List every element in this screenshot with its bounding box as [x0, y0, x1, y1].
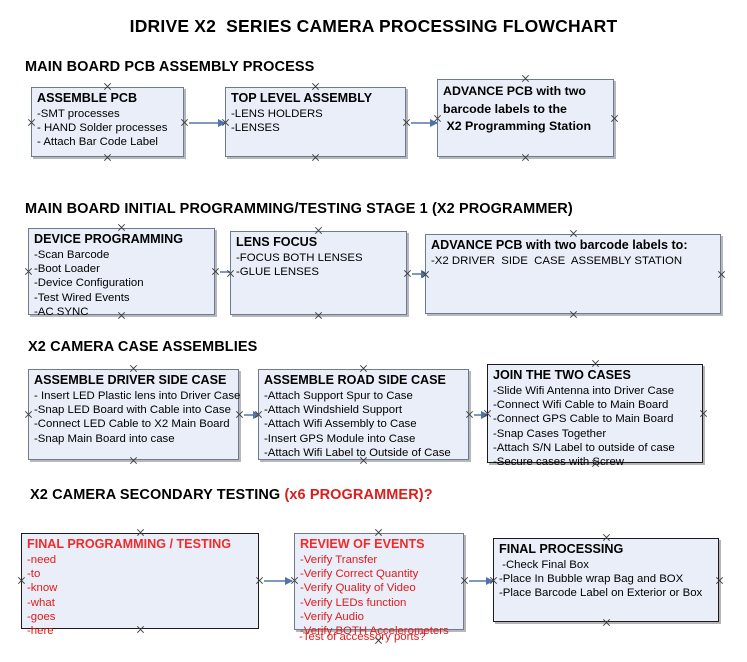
arrow-connector	[264, 576, 293, 585]
box-line: -Insert GPS Module into Case	[264, 432, 416, 445]
box-line: -Attach Wifi Label to Outside of Case	[264, 446, 451, 459]
box-line: -Connect GPS Cable to Main Board	[493, 413, 674, 426]
box-line: -Connect Wifi Cable to Main Board	[493, 399, 669, 412]
box-line: -FOCUS BOTH LENSES	[236, 252, 363, 264]
section-heading-3: X2 CAMERA CASE ASSEMBLIES	[28, 339, 258, 355]
box-line: -Snap Cases Together	[493, 427, 607, 440]
box-line: -know	[27, 582, 58, 595]
box-device-programming[interactable]: DEVICE PROGRAMMING -Scan Barcode -Boot L…	[28, 228, 215, 318]
box-line: - Insert LED Plastic lens into Driver Ca…	[34, 390, 241, 402]
box-final-programming-testing[interactable]: FINAL PROGRAMMING / TESTING -need -to -k…	[21, 533, 259, 637]
box-line: -Check Final Box	[499, 559, 589, 571]
box-assemble-driver-side-case[interactable]: ASSEMBLE DRIVER SIDE CASE - Insert LED P…	[28, 369, 241, 460]
page-title: IDRIVE X2 SERIES CAMERA PROCESSING FLOWC…	[129, 16, 618, 36]
box-title: REVIEW OF EVENTS	[300, 537, 425, 551]
box-line: - Attach Bar Code Label	[37, 136, 158, 149]
box-line: -need	[27, 554, 57, 566]
box-line-overflow: -Test of accessory ports?	[299, 631, 426, 643]
box-line: -Slide Wifi Antenna into Driver Case	[493, 385, 675, 397]
box-line: -Snap Main Board into case	[34, 432, 175, 445]
box-advance-pcb-station[interactable]: ADVANCE PCB with two barcode labels to t…	[437, 79, 614, 157]
box-line: -Verify LEDs function	[300, 596, 407, 609]
box-line: -X2 DRIVER SIDE CASE ASSEMBLY STATION	[431, 255, 683, 267]
box-title: ASSEMBLE DRIVER SIDE CASE	[34, 373, 227, 387]
box-line: -Place Barcode Label on Exterior or Box	[499, 587, 703, 600]
box-line: -SMT processes	[37, 108, 120, 120]
box-line: -Snap LED Board with Cable into Case	[34, 404, 231, 417]
box-title: FINAL PROGRAMMING / TESTING	[27, 537, 232, 551]
box-line: -Place In Bubble wrap Bag and BOX	[499, 573, 684, 586]
box-line: -GLUE LENSES	[236, 266, 319, 279]
box-line: -AC SYNC	[34, 305, 89, 318]
box-line: barcode labels to the	[443, 101, 567, 116]
box-line: -Attach Windshield Support	[264, 404, 403, 417]
box-line-list: -Attach Support Spur to Case -Attach Win…	[264, 389, 463, 460]
arrow-connector	[244, 410, 261, 419]
arrow-connector	[411, 118, 438, 127]
box-line-list: - Insert LED Plastic lens into Driver Ca…	[34, 389, 241, 446]
box-assemble-road-side-case[interactable]: ASSEMBLE ROAD SIDE CASE -Attach Support …	[258, 369, 469, 460]
section-heading-1: MAIN BOARD PCB ASSEMBLY PROCESS	[25, 59, 315, 75]
box-line: ADVANCE PCB with two	[443, 84, 586, 98]
box-line-list: -SMT processes - HAND Solder processes -…	[37, 107, 178, 150]
box-line: X2 Programming Station	[443, 119, 592, 133]
box-line: -Device Configuration	[34, 277, 144, 290]
box-title: TOP LEVEL ASSEMBLY	[231, 91, 373, 105]
box-line: -what	[27, 596, 55, 609]
section-heading-4-accent: (x6 PROGRAMMER)?	[284, 487, 433, 503]
box-line: -Attach S/N Label to outside of case	[493, 441, 675, 454]
box-top-level-assembly[interactable]: TOP LEVEL ASSEMBLY -LENS HOLDERS -LENSES	[225, 87, 406, 157]
box-title: DEVICE PROGRAMMING	[34, 232, 184, 246]
box-line: -Verify Audio	[300, 610, 364, 623]
box-final-processing[interactable]: FINAL PROCESSING -Check Final Box -Place…	[493, 538, 719, 622]
box-line: -Attach Wifi Assembly to Case	[264, 418, 417, 431]
box-line-list: -X2 DRIVER SIDE CASE ASSEMBLY STATION	[431, 254, 715, 268]
box-line: -LENS HOLDERS	[231, 108, 323, 120]
box-line-list: -Check Final Box -Place In Bubble wrap B…	[499, 558, 713, 601]
arrow-connector	[474, 410, 489, 419]
box-line-list: -FOCUS BOTH LENSES -GLUE LENSES	[236, 251, 401, 279]
box-line: -Boot Loader	[34, 263, 100, 276]
arrow-connector	[189, 118, 226, 127]
box-line-list: -Slide Wifi Antenna into Driver Case -Co…	[493, 384, 697, 469]
box-line: -Verify Quality of Video	[300, 582, 416, 595]
box-line-list: -Verify Transfer -Verify Correct Quantit…	[300, 553, 458, 638]
box-line: -Scan Barcode	[34, 249, 110, 261]
section-heading-2: MAIN BOARD INITIAL PROGRAMMING/TESTING S…	[25, 201, 573, 217]
box-line-list: -LENS HOLDERS -LENSES	[231, 107, 400, 135]
box-line-list: -need -to -know -what -goes -here	[27, 553, 253, 638]
box-title: ASSEMBLE PCB	[37, 91, 138, 105]
box-line: -here	[27, 625, 54, 638]
box-line: -Connect LED Cable to X2 Main Board	[34, 418, 230, 431]
box-title: FINAL PROCESSING	[499, 542, 624, 556]
section-heading-4-text: X2 CAMERA SECONDARY TESTING	[30, 487, 285, 503]
box-line: -Verify Transfer	[300, 554, 378, 566]
box-line: -Verify Correct Quantity	[300, 568, 419, 581]
box-line-list: -Scan Barcode -Boot Loader -Device Confi…	[34, 248, 209, 319]
box-join-the-two-cases[interactable]: JOIN THE TWO CASES -Slide Wifi Antenna i…	[487, 364, 703, 468]
box-lens-focus[interactable]: LENS FOCUS -FOCUS BOTH LENSES -GLUE LENS…	[230, 231, 407, 315]
box-line: -Verify BOTH Accelerometers	[300, 625, 449, 638]
box-title: ADVANCE PCB with two barcode labels to:	[431, 238, 688, 252]
box-line: - HAND Solder processes	[37, 122, 168, 135]
box-line: -Test Wired Events	[34, 291, 130, 304]
box-line: -Attach Support Spur to Case	[264, 390, 413, 402]
section-heading-4: X2 CAMERA SECONDARY TESTING (x6 PROGRAMM…	[30, 487, 433, 503]
box-title: LENS FOCUS	[236, 235, 318, 249]
box-title: JOIN THE TWO CASES	[493, 368, 631, 382]
box-line: -Secure cases with Screw	[493, 456, 625, 469]
box-line: -goes	[27, 610, 56, 623]
box-line: -LENSES	[231, 122, 280, 135]
box-review-of-events[interactable]: REVIEW OF EVENTS -Verify Transfer -Verif…	[294, 533, 464, 637]
box-assemble-pcb[interactable]: ASSEMBLE PCB -SMT processes - HAND Solde…	[31, 87, 184, 157]
box-advance-pcb-driver-case[interactable]: ADVANCE PCB with two barcode labels to: …	[425, 234, 721, 314]
box-title: ASSEMBLE ROAD SIDE CASE	[264, 373, 446, 387]
box-line: -to	[27, 568, 41, 581]
arrow-connector	[469, 576, 494, 585]
box-line-list: ADVANCE PCB with two barcode labels to t…	[443, 83, 608, 136]
